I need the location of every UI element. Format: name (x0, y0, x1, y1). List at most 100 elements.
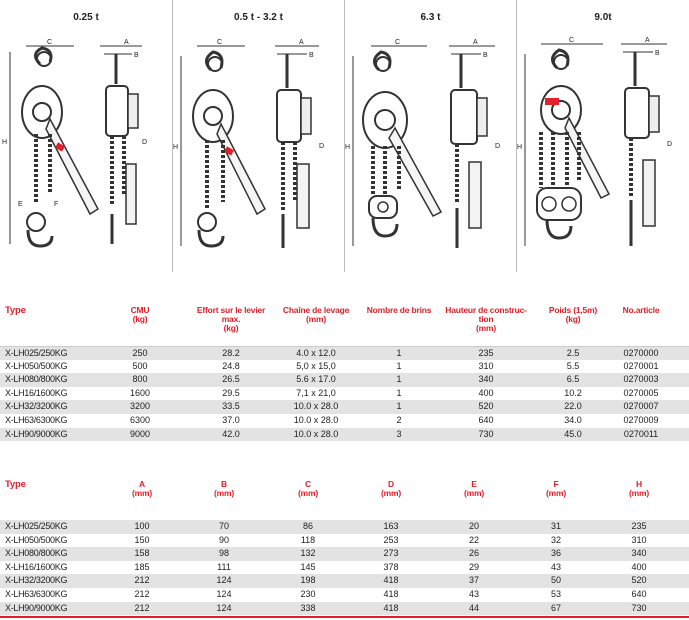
cell-poids: 34.0 (564, 414, 582, 425)
dimensions-table: Type A (mm) B (mm) C (mm) D (mm) E (mm) … (0, 474, 689, 616)
cell-hauteur: 640 (478, 414, 494, 425)
cell-e: 43 (468, 588, 479, 599)
cell-a: 150 (134, 534, 150, 545)
cell-cmu: 250 (132, 348, 148, 358)
cell-e: 20 (468, 521, 479, 531)
svg-text:C: C (395, 39, 400, 46)
cell-poids: 5.5 (566, 360, 580, 371)
cell-h: 640 (631, 588, 647, 599)
cell-e: 29 (468, 561, 479, 572)
cell-cmu: 500 (132, 360, 148, 371)
cell-type: X-LH16/1600KG (5, 561, 68, 572)
cell-type: X-LH32/3200KG (5, 401, 68, 412)
cell-b: 124 (216, 588, 232, 599)
svg-text:B: B (655, 50, 660, 57)
table-header: Type CMU (kg) Effort sur le levier max. … (0, 300, 689, 346)
col-brins: Nombre de brins (366, 305, 432, 315)
cell-hauteur: 400 (478, 387, 494, 398)
figure-title: 9.0t (594, 12, 612, 23)
cell-type: X-LH080/800KG (5, 548, 68, 559)
cell-brins: 3 (396, 428, 402, 439)
cell-f: 43 (550, 561, 561, 572)
cell-d: 378 (383, 561, 399, 572)
svg-text:B: B (309, 52, 314, 59)
cell-h: 310 (631, 534, 647, 545)
cell-c: 118 (300, 534, 316, 545)
cell-d: 273 (383, 548, 399, 559)
svg-text:B: B (483, 52, 488, 59)
cell-poids: 10.2 (564, 387, 582, 398)
svg-text:A: A (124, 39, 129, 46)
cell-type: X-LH63/6300KG (5, 588, 68, 599)
cell-effort: 29.5 (222, 387, 240, 398)
cell-b: 111 (217, 561, 231, 572)
cell-b: 90 (218, 534, 229, 545)
cell-effort: 26.5 (222, 374, 240, 385)
cell-effort: 33.5 (222, 401, 240, 412)
cell-article: 0270005 (623, 387, 659, 398)
figure-panel-63t: 6.3 t C H A B (344, 0, 516, 272)
cell-b: 70 (218, 521, 229, 531)
cell-poids: 6.5 (566, 374, 580, 385)
cell-cmu: 800 (132, 374, 148, 385)
cell-brins: 1 (396, 401, 402, 412)
cell-hauteur: 235 (478, 348, 494, 358)
svg-text:C: C (47, 39, 52, 46)
cell-a: 158 (134, 548, 150, 559)
col-e: E (mm) (464, 479, 484, 498)
figure-panel-05-32t: 0.5 t - 3.2 t C H A B (172, 0, 344, 272)
cell-type: X-LH16/1600KG (5, 387, 68, 398)
cell-hauteur: 520 (478, 401, 494, 412)
cell-d: 418 (383, 602, 399, 613)
cell-article: 0270009 (623, 414, 659, 425)
cell-f: 31 (550, 521, 561, 531)
cell-f: 36 (550, 548, 561, 559)
svg-text:D: D (142, 139, 147, 146)
cell-f: 50 (550, 575, 561, 586)
cell-type: X-LH32/3200KG (5, 575, 68, 586)
cell-c: 230 (300, 588, 316, 599)
cell-cmu: 9000 (129, 428, 151, 439)
cell-c: 86 (302, 521, 313, 531)
svg-text:A: A (299, 39, 304, 46)
cell-c: 145 (300, 561, 316, 572)
cell-a: 212 (134, 588, 150, 599)
cell-effort: 42.0 (222, 428, 240, 439)
cell-article: 0270011 (623, 428, 659, 439)
svg-text:E: E (18, 201, 23, 208)
svg-text:D: D (495, 143, 500, 150)
cell-type: X-LH080/800KG (5, 374, 68, 385)
bottom-rule (0, 616, 689, 618)
cell-hauteur: 310 (478, 360, 494, 371)
col-b: B (mm) (214, 479, 234, 498)
col-h: H (mm) (629, 479, 649, 498)
cell-e: 22 (468, 534, 479, 545)
svg-text:H: H (345, 144, 350, 151)
col-effort: Effort sur le levier max. (kg) (196, 305, 266, 333)
cell-brins: 2 (396, 414, 402, 425)
cell-chaine: 4.0 x 12.0 (296, 348, 336, 358)
specs-table: Type CMU (kg) Effort sur le levier max. … (0, 300, 689, 442)
cell-article: 0270007 (623, 401, 659, 412)
cell-h: 730 (631, 602, 647, 613)
cell-d: 253 (383, 534, 399, 545)
cell-brins: 1 (396, 360, 402, 371)
cell-article: 0270003 (623, 374, 659, 385)
cell-b: 124 (216, 575, 232, 586)
svg-text:B: B (134, 52, 139, 59)
cell-type: X-LH63/6300KG (5, 414, 68, 425)
cell-type: X-LH050/500KG (5, 360, 68, 371)
cell-c: 338 (300, 602, 316, 613)
table-header: Type A (mm) B (mm) C (mm) D (mm) E (mm) … (0, 474, 689, 520)
cell-e: 44 (468, 602, 479, 613)
cell-chaine: 10.0 x 28.0 (293, 428, 339, 439)
cell-effort: 28.2 (222, 348, 240, 358)
cell-article: 0270000 (623, 348, 659, 358)
